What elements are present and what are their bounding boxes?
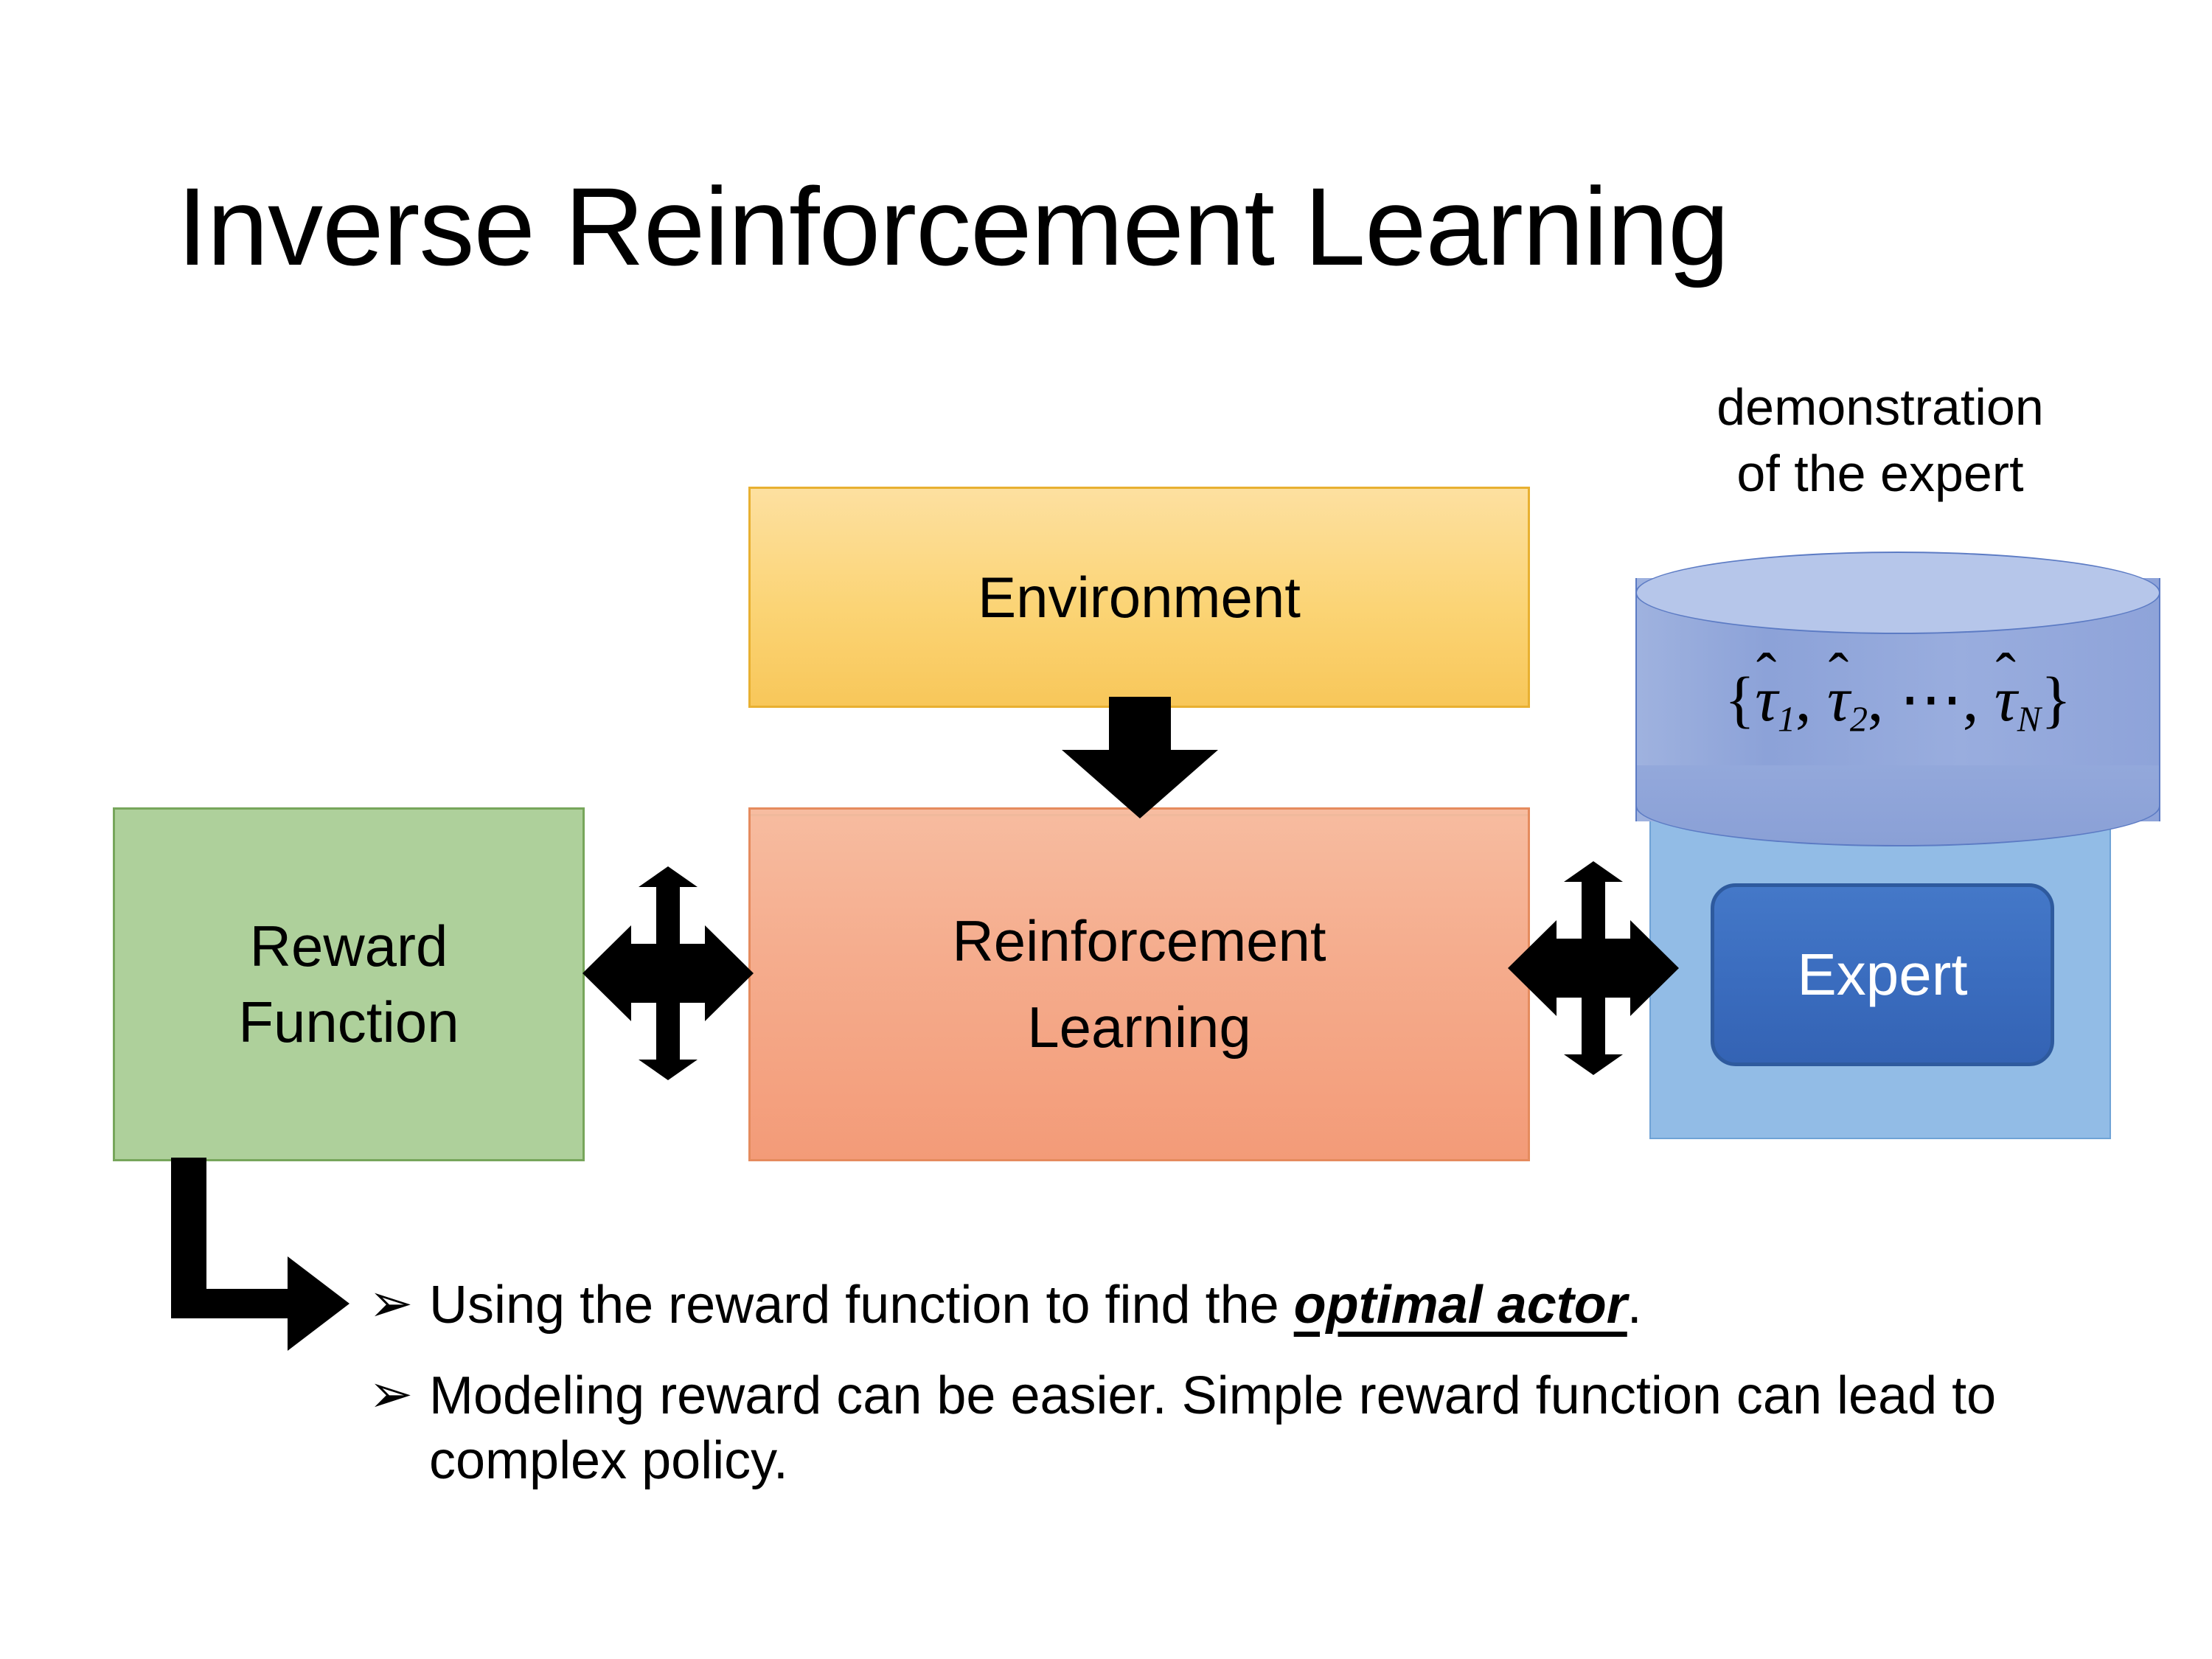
cylinder-top-ellipse — [1635, 552, 2160, 634]
demonstration-caption: demonstration of the expert — [1622, 375, 2138, 507]
bullet-text-1-suffix: . — [1627, 1276, 1642, 1335]
formula-comma-2: , — [1867, 664, 1884, 734]
tau-glyph-n: τ — [1994, 664, 2017, 734]
formula-comma-1: , — [1795, 664, 1812, 734]
bullet-text-1: Using the reward function to find the op… — [429, 1273, 2153, 1338]
formula-comma-3: , — [1962, 664, 1979, 734]
demonstration-caption-line2: of the expert — [1736, 444, 2024, 502]
bullet-text-1-prefix: Using the reward function to find the — [429, 1276, 1294, 1335]
reinforcement-learning-label-line2: Learning — [1027, 995, 1251, 1060]
demonstration-caption-line1: demonstration — [1717, 378, 2044, 436]
bullet-arrow-icon-2: ➢ — [369, 1364, 414, 1424]
reinforcement-learning-label-line1: Reinforcement — [952, 908, 1326, 973]
bullet-text-1-emphasis: optimal actor — [1293, 1276, 1627, 1335]
tau-hat-2: ̂τ — [1827, 662, 1850, 736]
formula-open-brace: { — [1724, 664, 1756, 734]
tau-subscript-n: N — [2017, 700, 2041, 740]
down-block-arrow-icon — [1062, 697, 1218, 818]
reinforcement-learning-node[interactable]: Reinforcement Learning — [748, 807, 1530, 1161]
environment-node[interactable]: Environment — [748, 487, 1530, 708]
tau-hat-1: ̂τ — [1755, 662, 1778, 736]
bullet-list: ➢ Using the reward function to find the … — [369, 1273, 2153, 1519]
tau-subscript-1: 1 — [1777, 700, 1796, 740]
tau-glyph-2: τ — [1827, 664, 1850, 734]
page-title: Inverse Reinforcement Learning — [177, 164, 1730, 288]
bullet-arrow-icon-1: ➢ — [369, 1274, 414, 1333]
formula-close-brace: } — [2040, 664, 2072, 734]
elbow-arrow-icon — [171, 1158, 349, 1351]
trajectory-set-formula: {̂τ1, ̂τ2, ⋯, ̂τN} — [1635, 662, 2160, 740]
expert-node[interactable]: Expert — [1711, 883, 2054, 1066]
tau-hat-n: ̂τ — [1994, 662, 2017, 736]
quad-arrow-icon-reward-rl — [582, 866, 754, 1080]
bullet-text-2: Modeling reward can be easier. Simple re… — [429, 1366, 1997, 1491]
reward-function-node[interactable]: Reward Function — [113, 807, 585, 1161]
demonstration-cylinder: {̂τ1, ̂τ2, ⋯, ̂τN} — [1635, 552, 2160, 846]
tau-glyph-1: τ — [1755, 664, 1778, 734]
expert-node-label: Expert — [1797, 942, 1968, 1007]
environment-node-label: Environment — [978, 564, 1301, 630]
reward-function-label-line1: Reward — [249, 914, 448, 979]
bullet-item-2: ➢ Modeling reward can be easier. Simple … — [369, 1363, 2153, 1494]
quad-arrow-icon-rl-expert — [1508, 861, 1679, 1075]
formula-ellipsis: ⋯ — [1899, 664, 1963, 734]
cylinder-bottom-ellipse — [1635, 765, 2160, 846]
bullet-item-1: ➢ Using the reward function to find the … — [369, 1273, 2153, 1338]
tau-subscript-2: 2 — [1849, 700, 1868, 740]
reward-function-label-line2: Function — [238, 990, 459, 1054]
